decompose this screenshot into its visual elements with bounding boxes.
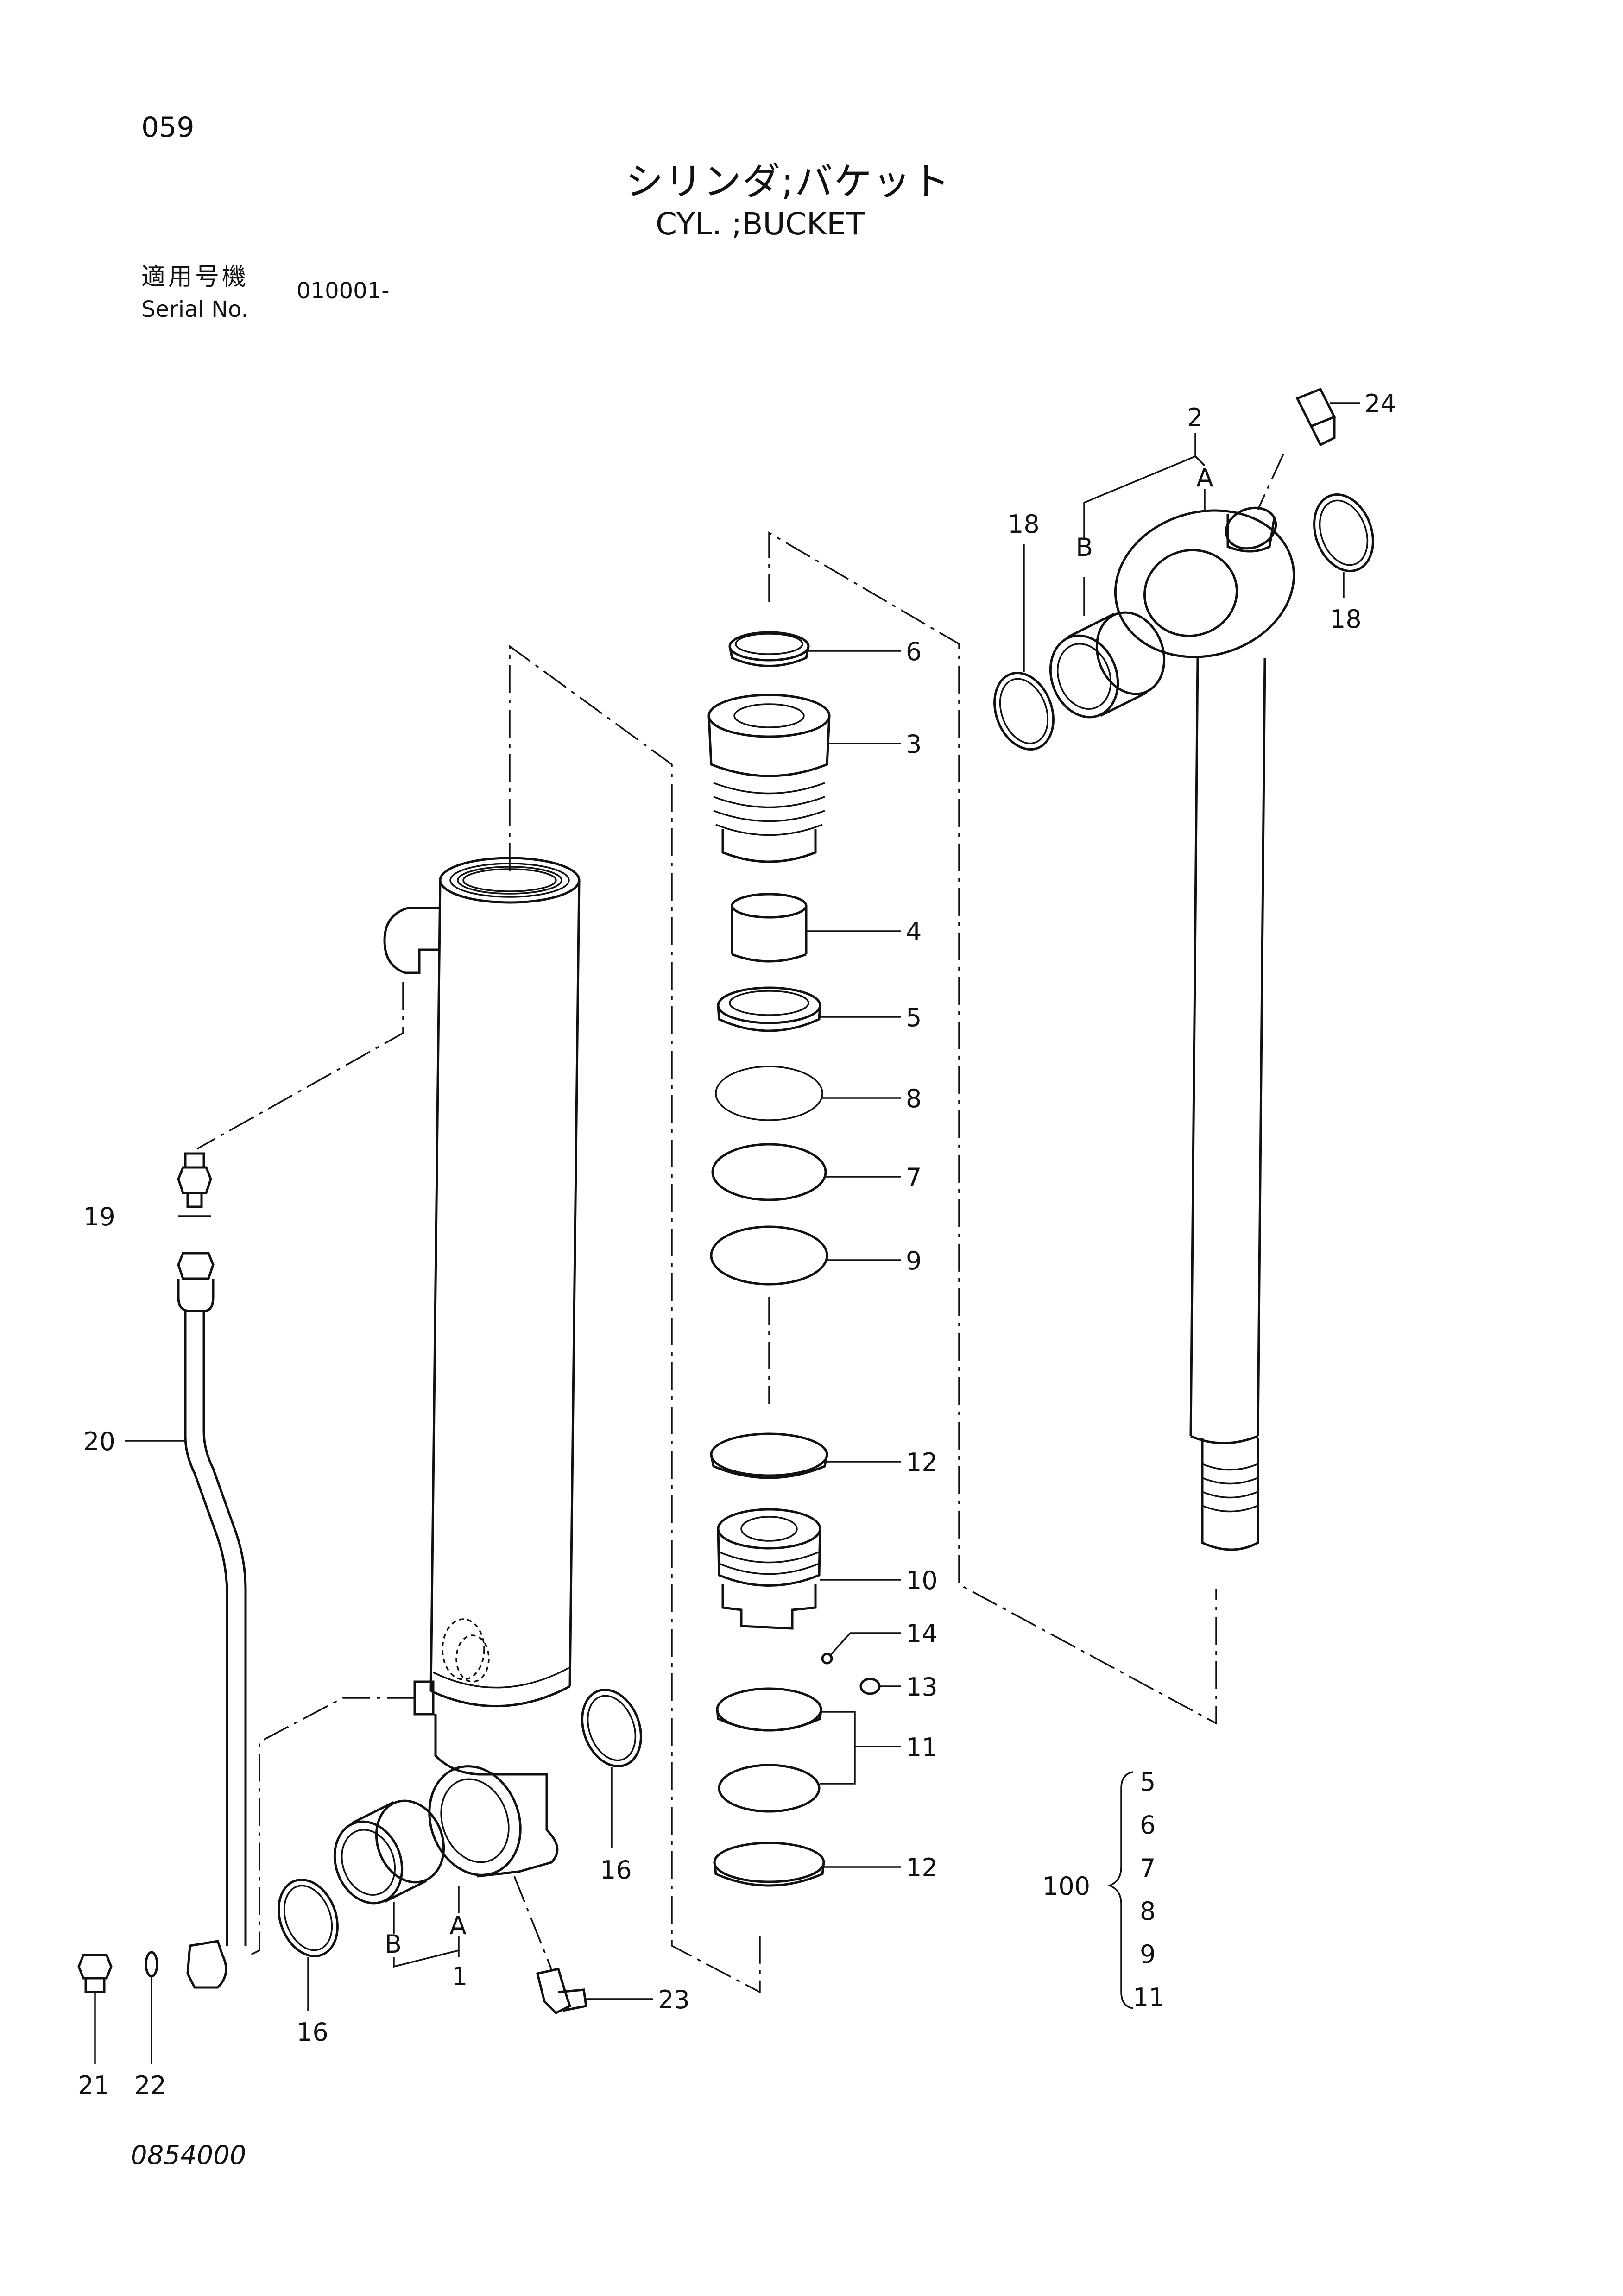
kit-item: 9 bbox=[1140, 1940, 1156, 1969]
mark-a-head: A bbox=[1196, 463, 1213, 492]
grease-fitting-23 bbox=[536, 1968, 587, 2015]
ring-16-left bbox=[278, 1879, 339, 1957]
leader-lines bbox=[94, 402, 1360, 2064]
wear-ring-12-top bbox=[710, 1432, 828, 1479]
wear-ring-12-bottom bbox=[713, 1842, 825, 1887]
buffer-ring-5 bbox=[717, 986, 821, 1032]
callout-22: 22 bbox=[134, 2071, 166, 2100]
seal-ring-11 bbox=[716, 1687, 822, 1813]
serial-label-english: Serial No. bbox=[141, 296, 248, 322]
mark-a-tube: A bbox=[449, 1911, 467, 1940]
title-japanese: シリンダ;バケット bbox=[625, 160, 951, 204]
callout-9: 9 bbox=[906, 1246, 922, 1275]
callout-16-left: 16 bbox=[297, 2018, 328, 2047]
kit-item: 11 bbox=[1133, 1983, 1165, 2012]
callout-12-bottom: 12 bbox=[906, 1853, 938, 1882]
callout-labels: 6 3 4 5 8 7 9 12 10 14 13 11 12 19 20 21… bbox=[78, 389, 1396, 2100]
kit-item: 6 bbox=[1140, 1810, 1156, 1840]
callout-4: 4 bbox=[906, 917, 922, 946]
callout-23: 23 bbox=[658, 1985, 690, 2014]
piston-10 bbox=[717, 1508, 821, 1630]
callout-12-top: 12 bbox=[906, 1448, 938, 1477]
ball-14 bbox=[821, 1653, 833, 1665]
title-english: CYL. ;BUCKET bbox=[656, 206, 865, 242]
dust-seal-6 bbox=[728, 631, 810, 667]
callout-24: 24 bbox=[1364, 389, 1396, 418]
callout-16-right: 16 bbox=[600, 1855, 632, 1885]
bushing-head bbox=[1049, 611, 1166, 719]
washer-22 bbox=[145, 1951, 158, 1978]
grease-pipe bbox=[177, 1152, 247, 1989]
callout-18-left: 18 bbox=[1008, 510, 1040, 539]
seal-kit-list: 100 5 6 7 8 9 11 bbox=[1042, 1767, 1165, 2012]
rod-cover-3 bbox=[707, 694, 831, 863]
callout-5: 5 bbox=[906, 1003, 922, 1032]
assembly-lines bbox=[196, 454, 1284, 1993]
serial-label-japanese: 適用号機 bbox=[141, 263, 249, 291]
kit-item: 5 bbox=[1140, 1767, 1156, 1797]
drawing-number: 0854000 bbox=[131, 2140, 246, 2170]
kit-item: 7 bbox=[1140, 1854, 1156, 1883]
ring-18-left bbox=[993, 672, 1055, 751]
callout-10: 10 bbox=[906, 1566, 938, 1595]
ring-18-right bbox=[1313, 493, 1374, 572]
bushing-tube bbox=[333, 1799, 445, 1905]
ring-8 bbox=[715, 1066, 823, 1121]
callout-13: 13 bbox=[906, 1672, 938, 1702]
callout-14: 14 bbox=[906, 1619, 938, 1648]
plug-21 bbox=[77, 1954, 113, 1993]
set-screw-13 bbox=[859, 1678, 881, 1695]
callout-2: 2 bbox=[1187, 403, 1203, 432]
cylinder-tube bbox=[383, 857, 581, 1878]
callout-21: 21 bbox=[78, 2071, 110, 2100]
callout-20: 20 bbox=[83, 1427, 115, 1456]
callout-1: 1 bbox=[452, 1962, 467, 1991]
backup-ring-9 bbox=[710, 1225, 828, 1286]
ring-16-right bbox=[581, 1689, 642, 1767]
page-number: 059 bbox=[141, 111, 195, 144]
callout-7: 7 bbox=[906, 1163, 922, 1192]
piston-rod bbox=[1114, 506, 1295, 1551]
serial-number-value: 010001- bbox=[297, 278, 390, 304]
bushing-4 bbox=[731, 893, 808, 963]
o-ring-7 bbox=[711, 1143, 827, 1201]
mark-b-tube: B bbox=[385, 1930, 402, 1959]
callout-18-right: 18 bbox=[1330, 605, 1362, 634]
grease-nipple-24 bbox=[1295, 387, 1336, 447]
mark-b-head: B bbox=[1076, 533, 1093, 562]
kit-item: 8 bbox=[1140, 1897, 1156, 1926]
callout-3: 3 bbox=[906, 730, 922, 759]
kit-number: 100 bbox=[1042, 1872, 1090, 1901]
callout-11: 11 bbox=[906, 1733, 938, 1762]
callout-8: 8 bbox=[906, 1084, 922, 1113]
callout-6: 6 bbox=[906, 637, 922, 666]
callout-19: 19 bbox=[83, 1202, 115, 1231]
